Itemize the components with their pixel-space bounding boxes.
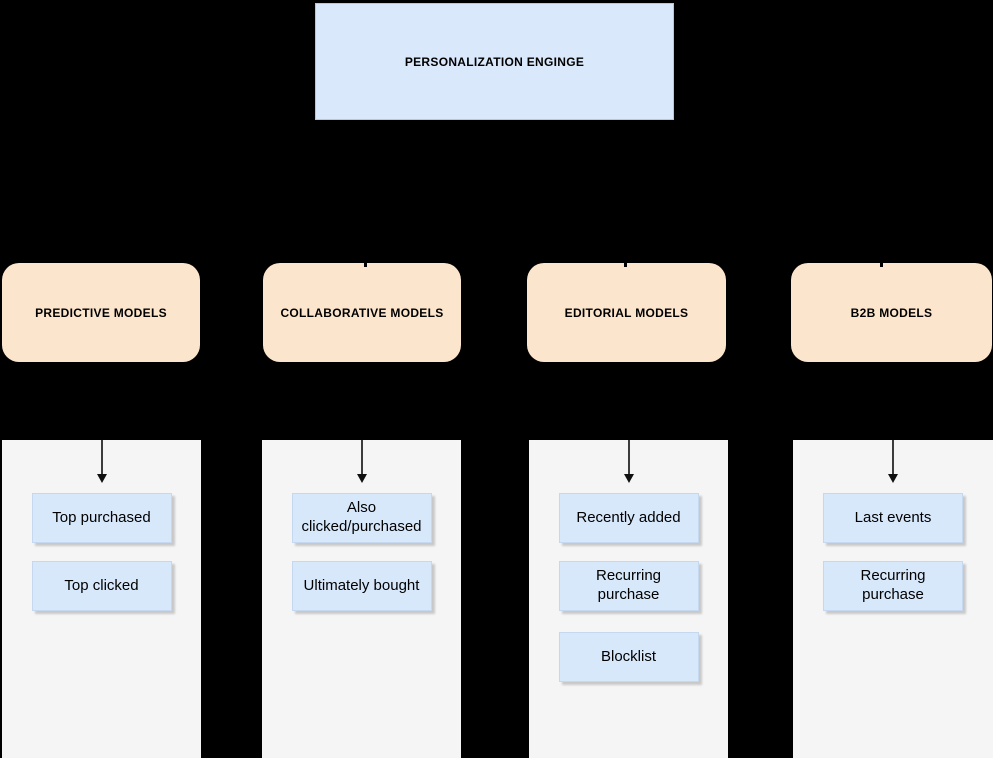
root-node-personalization-engine: PERSONALIZATION ENGINGE — [315, 3, 674, 120]
item-label: Recently added — [576, 508, 681, 526]
panel-collaborative-models: Also clicked/purchased Ultimately bought — [262, 440, 461, 758]
arrow-line — [892, 440, 894, 474]
down-arrow — [356, 440, 367, 483]
root-node-label: PERSONALIZATION ENGINGE — [404, 54, 585, 69]
item-node-recently-added: Recently added — [558, 493, 699, 543]
down-arrow — [888, 440, 898, 483]
category-label: EDITORIAL MODELS — [564, 305, 689, 320]
down-arrow — [96, 440, 107, 483]
item-node-last-events: Last events — [823, 493, 963, 543]
item-node-top-purchased: Top purchased — [31, 493, 172, 543]
panel-predictive-models: Top purchased Top clicked — [2, 440, 201, 758]
item-label: Last events — [854, 508, 932, 526]
panel-b2b-models: Last events Recurring purchase — [793, 440, 993, 758]
arrow-line — [100, 440, 103, 474]
arrow-head-icon — [96, 474, 107, 483]
category-label: COLLABORATIVE MODELS — [280, 305, 444, 320]
item-label: Recurring purchase — [860, 567, 926, 603]
panel-editorial-models: Recently added Recurring purchase Blockl… — [529, 440, 728, 758]
item-label: Ultimately bought — [303, 576, 420, 594]
arrow-head-icon — [623, 474, 634, 483]
item-label: Top purchased — [52, 508, 151, 526]
item-node-recurring-purchase-b2b: Recurring purchase — [823, 561, 963, 611]
category-label: PREDICTIVE MODELS — [35, 305, 167, 320]
connector-tick — [364, 252, 367, 267]
down-arrow — [623, 440, 634, 483]
connector-tick — [624, 252, 627, 267]
item-node-ultimately-bought: Ultimately bought — [291, 561, 432, 611]
item-label: Top clicked — [64, 576, 139, 594]
item-label: Blocklist — [600, 647, 656, 665]
connector-tick — [880, 252, 883, 267]
category-node-b2b-models: B2B MODELS — [791, 263, 992, 362]
category-node-editorial-models: EDITORIAL MODELS — [527, 263, 726, 362]
item-label: Also clicked/purchased — [301, 499, 422, 535]
arrow-line — [360, 440, 363, 474]
category-node-predictive-models: PREDICTIVE MODELS — [2, 263, 200, 362]
item-label: Recurring purchase — [595, 567, 662, 603]
arrow-head-icon — [888, 474, 898, 483]
item-node-top-clicked: Top clicked — [31, 561, 172, 611]
category-label: B2B MODELS — [850, 305, 933, 320]
item-node-blocklist: Blocklist — [558, 632, 699, 682]
arrow-line — [627, 440, 630, 474]
arrow-head-icon — [356, 474, 367, 483]
item-node-recurring-purchase: Recurring purchase — [558, 561, 699, 611]
item-node-also-clicked-purchased: Also clicked/purchased — [291, 493, 432, 543]
category-node-collaborative-models: COLLABORATIVE MODELS — [263, 263, 461, 362]
